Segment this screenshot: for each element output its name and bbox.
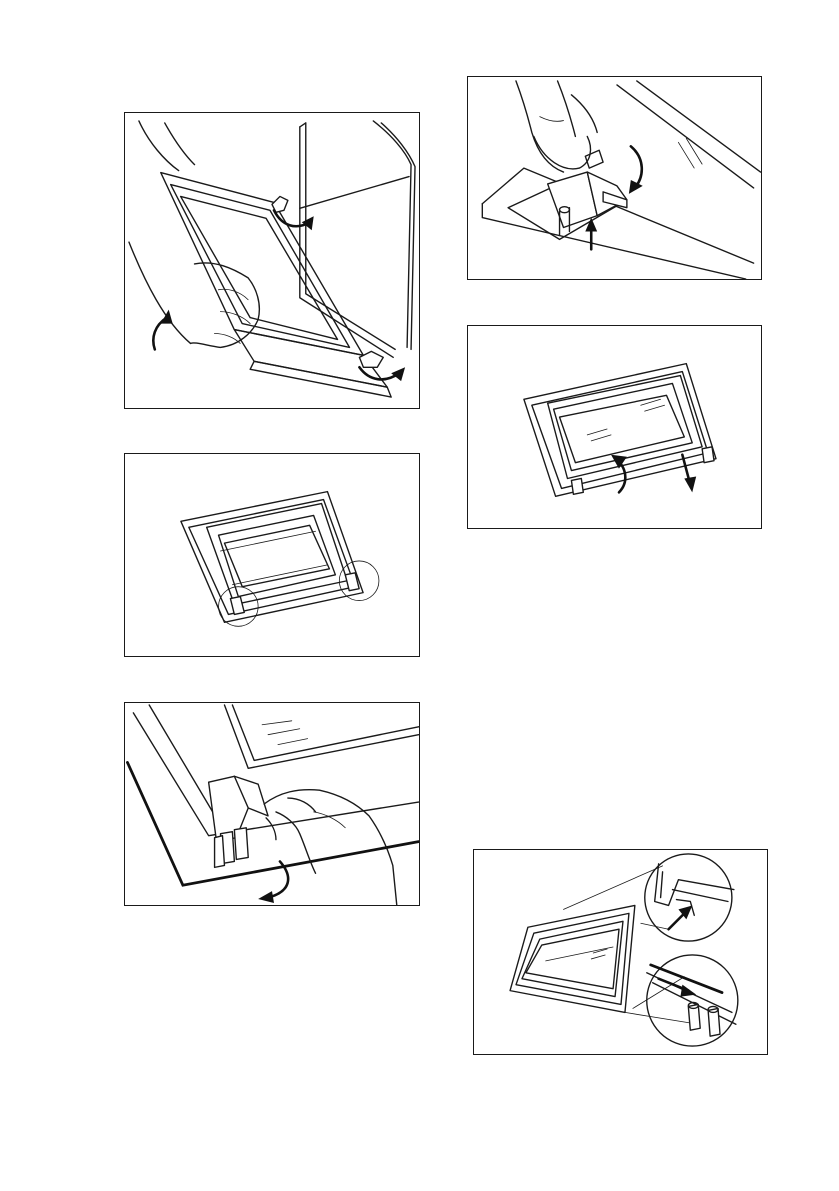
hinge-unlock-illustration bbox=[125, 703, 419, 905]
figure-hinge-unlock bbox=[124, 702, 420, 906]
door-rotate-illustration bbox=[468, 326, 761, 528]
figure-lift-door bbox=[124, 112, 420, 409]
hinge-lever-illustration bbox=[468, 77, 761, 279]
lift-door-illustration bbox=[125, 113, 419, 408]
door-hinges-illustration bbox=[125, 454, 419, 656]
figure-hinge-lever bbox=[467, 76, 762, 280]
figure-door-rotate bbox=[467, 325, 762, 529]
door-details-illustration bbox=[474, 850, 767, 1054]
figure-door-hinges bbox=[124, 453, 420, 657]
figure-door-details bbox=[473, 849, 768, 1055]
